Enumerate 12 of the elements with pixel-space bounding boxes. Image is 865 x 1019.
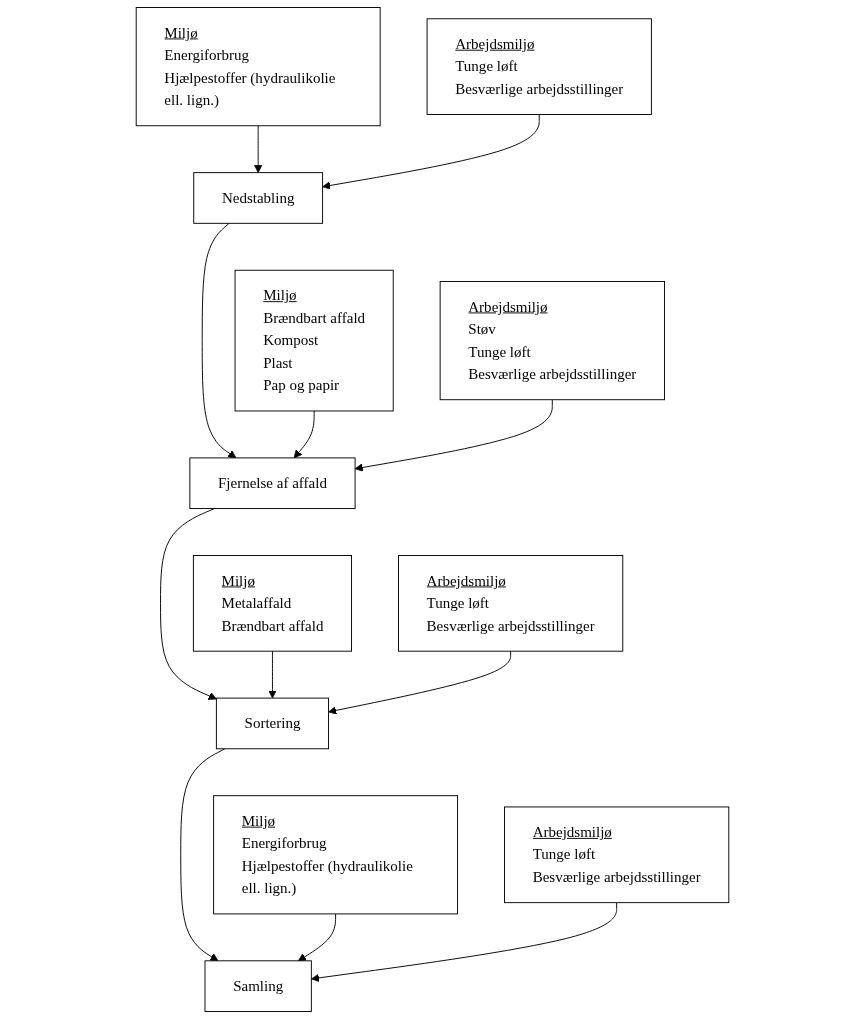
node-box: Miljø Energiforbrug Hjælpestoffer (hydraulikolie ell. lign.) (213, 795, 459, 915)
node-box: Nedstabling (193, 172, 324, 224)
node-box: Arbejdsmiljø Støv Tunge løft Besværlige arbejdsstillinger (439, 281, 665, 401)
node-box: Samling (204, 960, 312, 1012)
node-box: Miljø Energiforbrug Hjælpestoffer (hydraulikolie ell. lign.) (135, 7, 381, 127)
node-box: Arbejdsmiljø Tunge løft Besværlige arbejdsstillinger (426, 18, 652, 115)
node-box: Arbejdsmiljø Tunge løft Besværlige arbejdsstillinger (398, 555, 624, 652)
node-box: Sortering (215, 697, 330, 750)
node-box: Miljø Metalaffald Brændbart affald (192, 555, 353, 652)
node-box: Arbejdsmiljø Tunge løft Besværlige arbejdsstillinger (504, 806, 730, 904)
node-box: Fjernelse af affald (189, 457, 356, 510)
node-box: Miljø Brændbart affald Kompost Plast Pap og papir (234, 269, 394, 412)
